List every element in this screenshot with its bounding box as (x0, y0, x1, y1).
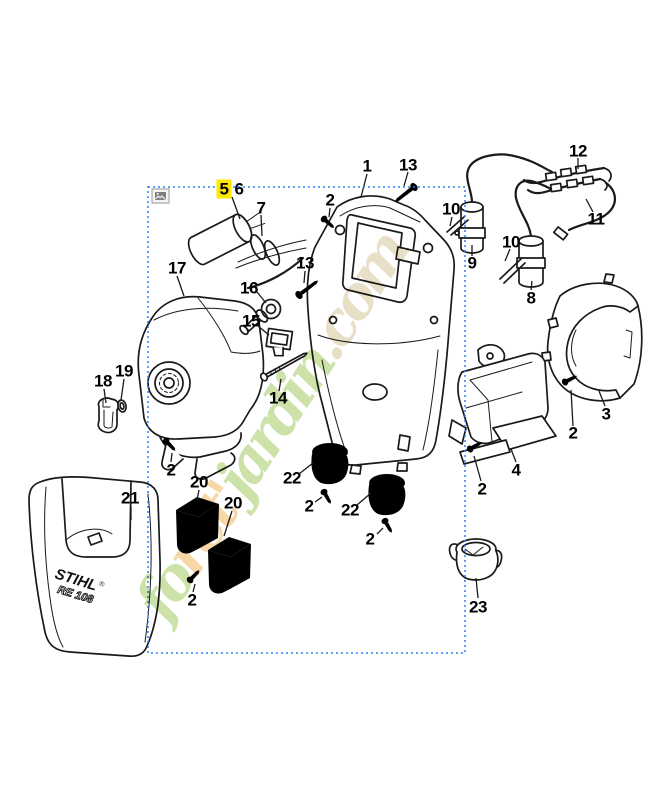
part-16-knob (239, 298, 282, 336)
part-10-clamp-a (446, 216, 469, 236)
part-17-front-cover (137, 295, 265, 480)
leader-lines (103, 158, 606, 599)
part-21-logo-cover: STIHL ® RE 108 (28, 475, 161, 658)
part-23-cup (448, 538, 503, 581)
part-20-block-a (176, 497, 219, 554)
part-2-screw-block (185, 567, 202, 585)
part-11-lead-wire (552, 181, 616, 241)
part-7-clamp-rings (235, 234, 307, 290)
part-14-screw (259, 352, 308, 382)
part-5-6-condenser (187, 212, 266, 266)
part-3-bracket (541, 273, 643, 402)
part-18-latch (97, 397, 120, 434)
part-15-switch (265, 327, 294, 357)
part-22-cup-b (368, 474, 406, 516)
part-10-clamp-b (499, 258, 526, 284)
part-12-wiring-harness (522, 164, 612, 195)
part-19-ring (117, 399, 127, 413)
part-8-suppressor (514, 179, 555, 288)
part-1-rear-housing (306, 195, 456, 475)
stihl-reg-mark: ® (98, 580, 106, 589)
part-2-screw-cup-b (380, 516, 395, 535)
part-4-bracket (448, 344, 557, 465)
selection-box (147, 186, 466, 654)
part-20-block-b (208, 537, 251, 594)
image-placeholder-icon[interactable] (151, 188, 170, 204)
part-22-cup-a (311, 443, 349, 485)
